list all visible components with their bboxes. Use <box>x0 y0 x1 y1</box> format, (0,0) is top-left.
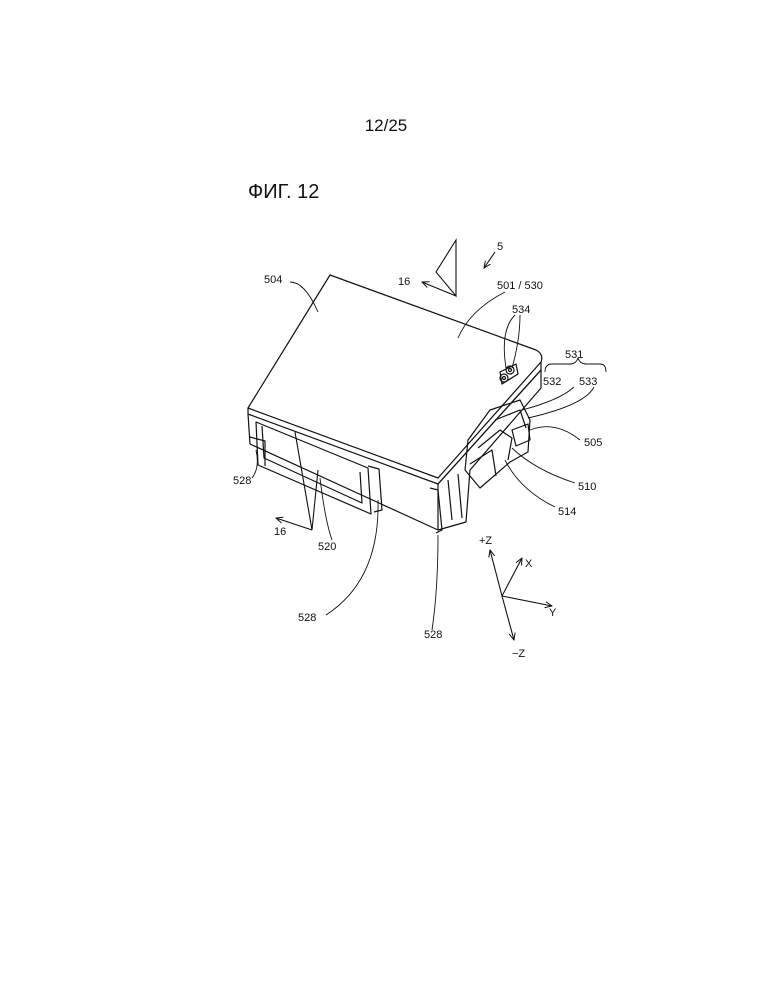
label-532: 532 <box>543 376 561 388</box>
label-510: 510 <box>578 481 596 493</box>
axis-label-x: X <box>525 558 533 570</box>
top-rim <box>248 362 541 484</box>
coordinate-axes <box>490 550 552 640</box>
label-501-530: 501 / 530 <box>497 280 543 292</box>
label-528-mid: 528 <box>298 612 316 624</box>
label-505: 505 <box>584 437 602 449</box>
label-device: 5 <box>497 241 503 253</box>
left-face <box>248 414 438 530</box>
label-504: 504 <box>264 274 282 286</box>
front-face <box>438 370 541 530</box>
label-section-bottom: 16 <box>274 526 286 538</box>
label-514: 514 <box>558 506 576 518</box>
label-528-left: 528 <box>233 475 251 487</box>
axis-label-minus-z: −Z <box>512 648 525 660</box>
section-line-bottom <box>276 432 318 530</box>
top-face <box>248 275 542 478</box>
label-528-right: 528 <box>424 629 442 641</box>
pillar-right <box>430 488 442 533</box>
label-520: 520 <box>318 541 336 553</box>
cartridge-body <box>248 275 542 533</box>
axis-label-y: Y <box>549 607 557 619</box>
label-section-top: 16 <box>398 276 410 288</box>
label-534: 534 <box>512 304 530 316</box>
label-531: 531 <box>565 349 583 361</box>
label-533: 533 <box>579 376 597 388</box>
window-panel <box>256 422 371 514</box>
section-line-top <box>422 240 456 296</box>
axis-label-plus-z: +Z <box>479 535 492 547</box>
